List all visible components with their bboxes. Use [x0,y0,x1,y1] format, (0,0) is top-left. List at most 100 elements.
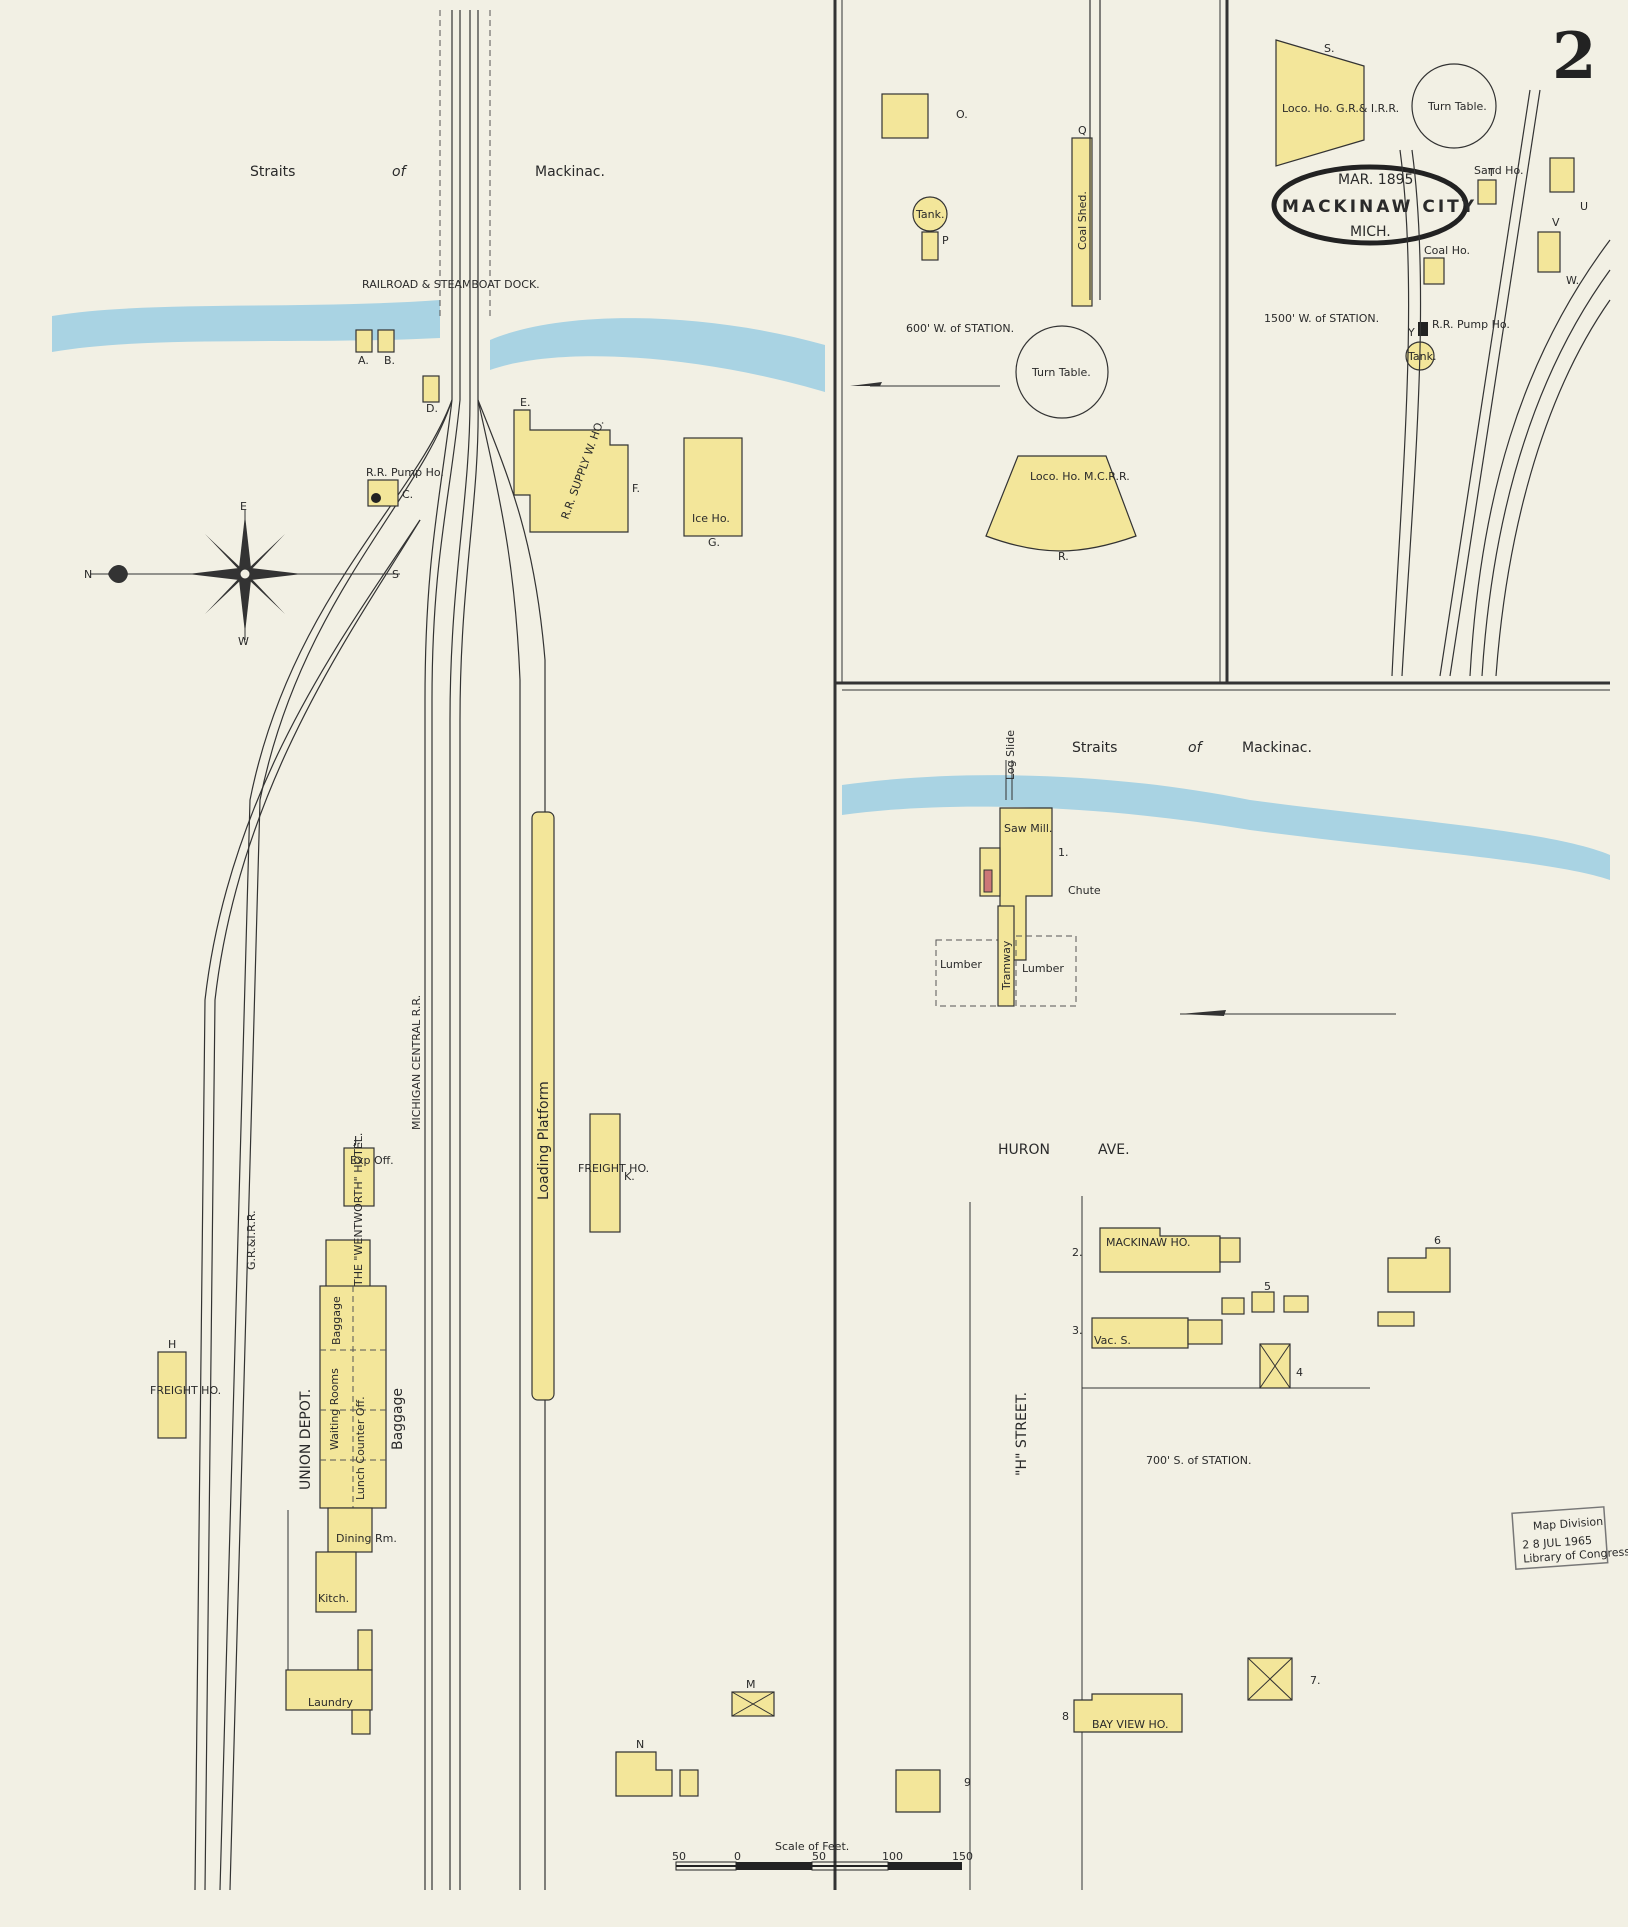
tank-base [921,231,939,261]
building-d-dock [422,375,440,403]
compass-rose [90,510,400,640]
sheet-number: 2 [1552,19,1597,94]
label-q: Q [1078,124,1087,137]
stamp-line2: 2 8 JUL 1965 [1522,1534,1593,1552]
rr-label-michigan-central: MICHIGAN CENTRAL R.R. [410,995,423,1130]
compass-w: W [238,635,249,648]
vacant-annex [1187,1319,1223,1345]
scale-tick-50: 50 [812,1850,826,1863]
coal-shed [1071,137,1093,307]
label-b: B. [384,354,395,367]
label-a: A. [358,354,369,367]
water-label-straits-lower: Straits [1072,740,1117,756]
mackinaw-annex [1219,1237,1241,1263]
label-vac: Vac. S. [1094,1334,1131,1347]
water-label-mackinac: Mackinac. [535,164,605,180]
label-laundry: Kitch. [318,1592,349,1605]
building-b [377,329,395,353]
label-loco-mcrr: Loco. Ho. M.C.R.R. [1030,470,1130,483]
building-o [881,93,929,139]
dock-label: RAILROAD & STEAMBOAT DOCK. [362,278,540,291]
building-freight-h [157,1351,187,1439]
building-ice-ho-l [285,1510,373,1735]
label-dining: Lunch Counter Off. [354,1396,367,1500]
label-turn-table-600: Turn Table. [1031,366,1091,379]
label-5: 5 [1264,1280,1271,1293]
building-9 [895,1769,941,1813]
vacant-store [1091,1317,1189,1349]
water-straits-left [52,300,440,352]
tracks-1500 [1391,89,1611,677]
label-lumber-left: Lumber [940,958,982,971]
scale-bar [675,1861,962,1871]
label-bay-view: BAY VIEW HO. [1092,1718,1169,1731]
label-1500: 1500' W. of STATION. [1264,312,1379,325]
turn-table-1500 [1411,63,1497,149]
shed-5c [1283,1295,1309,1313]
water-straits-right [490,318,825,392]
compass-e: E [240,500,247,513]
label-mackinaw-ho: MACKINAW HO. [1106,1236,1190,1249]
coal-ho [1423,257,1445,285]
pump-1500 [1418,322,1428,336]
label-700: 700' S. of STATION. [1146,1454,1251,1467]
title-state: MICH. [1350,224,1391,240]
label-exp-off: Exp Off. [350,1154,394,1167]
label-o: O. [956,108,968,121]
label-loco-gri: Loco. Ho. G.R.& I.R.R. [1282,102,1399,115]
arrow-head-700 [1180,1010,1226,1016]
shed-5b [1251,1291,1275,1313]
title-cartouche [1271,164,1469,246]
water-label-mackinac-lower: Mackinac. [1242,740,1312,756]
stamp-line1: Map Division [1533,1515,1604,1533]
label-6: 6 [1434,1234,1441,1247]
label-9: 9 [964,1776,971,1789]
label-3: 3. [1072,1324,1083,1337]
compass-n: N [84,568,92,581]
label-s: S. [1324,42,1334,55]
water-label-straits: Straits [250,164,295,180]
label-log-slide: Log Slide [1004,730,1017,780]
label-n: N [636,1738,644,1751]
label-4: 4 [1296,1366,1303,1379]
label-7: 7. [1310,1674,1321,1687]
label-ice-ho-l: Laundry [308,1696,353,1709]
rr-label-gri: G.R.&I.R.R. [245,1210,258,1270]
label-freight-h: FREIGHT HO. [150,1384,221,1397]
label-1: 1. [1058,846,1069,859]
label-turn-table-1500: Turn Table. [1427,100,1487,113]
railroad-tracks [194,10,546,1891]
label-j: J. [353,1134,361,1147]
label-u: U [1580,200,1588,213]
water-straits-lower [842,775,1610,880]
turn-table-600 [1015,325,1109,419]
scale-tick-150: 150 [952,1850,973,1863]
boiler-icon [983,869,993,893]
label-tramway: Tramway [1000,940,1013,991]
tramway [997,905,1015,1007]
label-rr-pump: R.R. Pump Ho. [366,466,444,479]
label-chute: Chute [1068,884,1101,897]
label-y: Y [1407,326,1415,339]
building-n [615,1751,673,1797]
label-kitch: Dining Rm. [336,1532,397,1545]
label-tank-600: Tank. [915,208,944,221]
building-u [1549,157,1575,193]
label-c: C. [402,488,413,501]
building-ice-ho-g [683,437,743,537]
scale-tick-0: 0 [734,1850,741,1863]
scale-tick-50a: 50 [672,1850,686,1863]
label-t: T [1487,166,1495,179]
label-w: W. [1566,274,1579,287]
label-e: E. [520,396,530,409]
label-baggage: THE "WENTWORTH" HOTEL. [352,1133,365,1287]
label-g: G. [708,536,720,549]
label-h-street: "H" STREET. [1014,1392,1030,1476]
loading-platform [531,811,555,1401]
label-saw-mill: Saw Mill. [1004,822,1052,835]
label-ave: AVE. [1098,1142,1130,1158]
label-ice-ho-g: Ice Ho. [692,512,730,525]
loco-house-gri [1275,39,1365,167]
scale-tick-100: 100 [882,1850,903,1863]
